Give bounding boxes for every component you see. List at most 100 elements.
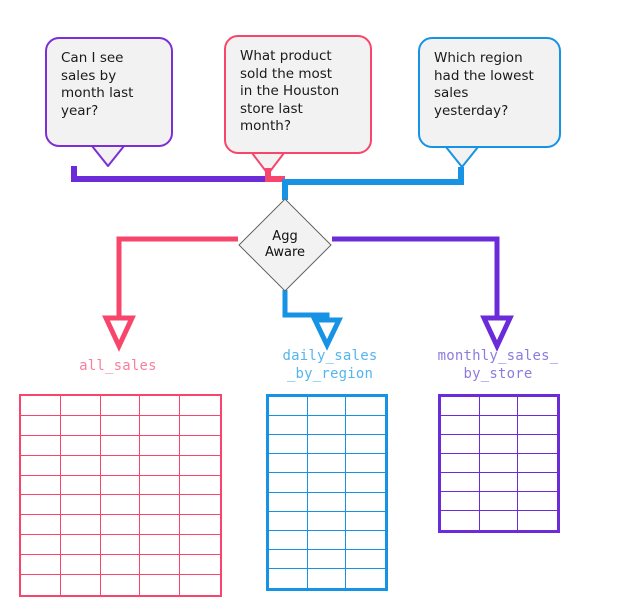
table-cell [60, 415, 101, 436]
table-cell [21, 495, 61, 516]
table-cell [100, 555, 141, 576]
table-cell [346, 493, 385, 512]
table-cell [180, 575, 220, 595]
table-cell [269, 492, 308, 512]
table-cell [269, 454, 308, 474]
table-cell [346, 397, 385, 417]
table-cell [441, 397, 480, 416]
table-cell [441, 511, 480, 530]
table-cell [180, 436, 220, 456]
table-cell [60, 515, 101, 536]
table-cell [479, 454, 519, 473]
table-cell [140, 555, 181, 576]
table-cell [21, 435, 61, 456]
table-cell [180, 476, 220, 496]
table-cell [21, 475, 61, 496]
bubble-tail-region [445, 146, 479, 168]
table-cell [140, 396, 181, 416]
table-cell [180, 416, 220, 436]
table-cell [346, 531, 385, 550]
table-cell [21, 575, 61, 595]
table-cell [180, 456, 220, 476]
table-all_sales[interactable] [19, 394, 222, 597]
table-cell [346, 454, 385, 474]
table-cell [21, 396, 61, 416]
table-cell [100, 535, 141, 556]
table-cell [269, 568, 308, 588]
table-cell [479, 492, 519, 511]
connector-monthly-to-router [71, 166, 269, 182]
table-cell [180, 535, 220, 556]
table-daily_sales_by_region[interactable] [266, 394, 388, 591]
table-label-monthly_sales_by_store: monthly_sales_ by_store [437, 348, 559, 382]
table-cell [101, 575, 141, 595]
question-bubble-monthly[interactable]: Can I see sales by month last year? [45, 37, 173, 147]
table-cell [140, 455, 181, 476]
connector-router-to-daily_sales [282, 290, 330, 320]
table-cell [441, 473, 480, 492]
table-cell [307, 492, 347, 512]
table-cell [61, 575, 101, 595]
table-cell [269, 549, 308, 569]
arrowhead-monthly_sales [480, 315, 514, 352]
table-cell [140, 515, 181, 536]
question-bubble-product-text: What product sold the most in the Housto… [240, 48, 340, 134]
table-cell [269, 530, 308, 550]
table-cell [180, 396, 220, 416]
agg-aware-node[interactable]: Agg Aware [238, 198, 332, 292]
table-cell [21, 415, 61, 436]
table-cell [346, 569, 385, 588]
question-bubble-monthly-text: Can I see sales by month last year? [61, 50, 134, 119]
table-cell [100, 475, 141, 496]
table-cell [346, 550, 385, 569]
table-cell [100, 455, 141, 476]
table-cell [100, 495, 141, 516]
connector-router-to-monthly_sales [332, 236, 500, 318]
table-cell [100, 415, 141, 436]
table-cell [180, 555, 220, 576]
table-cell [60, 455, 101, 476]
question-bubble-product[interactable]: What product sold the most in the Housto… [224, 35, 372, 154]
table-cell [21, 535, 61, 556]
table-cell [480, 511, 519, 530]
question-bubble-region[interactable]: Which region had the lowest sales yester… [418, 37, 561, 148]
table-cell [21, 455, 61, 476]
table-cell [60, 555, 101, 576]
table-cell [60, 495, 101, 516]
table-cell [441, 416, 480, 435]
table-cell [307, 530, 347, 550]
table-cell [60, 535, 101, 556]
table-cell [346, 435, 385, 455]
table-cell [441, 435, 480, 454]
table-cell [21, 515, 61, 536]
table-cell [307, 511, 347, 531]
table-cell [307, 416, 347, 436]
table-cell [140, 435, 181, 456]
table-cell [60, 435, 101, 456]
table-cell [479, 435, 519, 454]
table-cell [269, 397, 308, 417]
table-cell [307, 549, 347, 569]
table-cell [479, 473, 519, 492]
table-cell [100, 515, 141, 536]
table-cell [518, 454, 557, 473]
table-cell [180, 515, 220, 536]
table-cell [441, 454, 480, 473]
table-cell [180, 495, 220, 516]
table-cell [518, 397, 557, 416]
agg-aware-label: Agg Aware [264, 229, 306, 260]
table-cell [21, 555, 61, 576]
table-cell [269, 473, 308, 493]
table-cell [346, 512, 385, 531]
table-cell [307, 473, 347, 493]
connector-router-to-all_sales [116, 236, 238, 318]
table-cell [269, 511, 308, 531]
table-cell [100, 435, 141, 456]
connector-region-to-router [282, 167, 464, 200]
arrowhead-daily_sales [311, 317, 343, 351]
table-cell [346, 473, 385, 493]
table-monthly_sales_by_store[interactable] [438, 394, 560, 533]
table-cell [479, 397, 519, 416]
table-label-daily_sales_by_region: daily_sales _by_region [282, 348, 378, 382]
table-cell [518, 511, 557, 530]
